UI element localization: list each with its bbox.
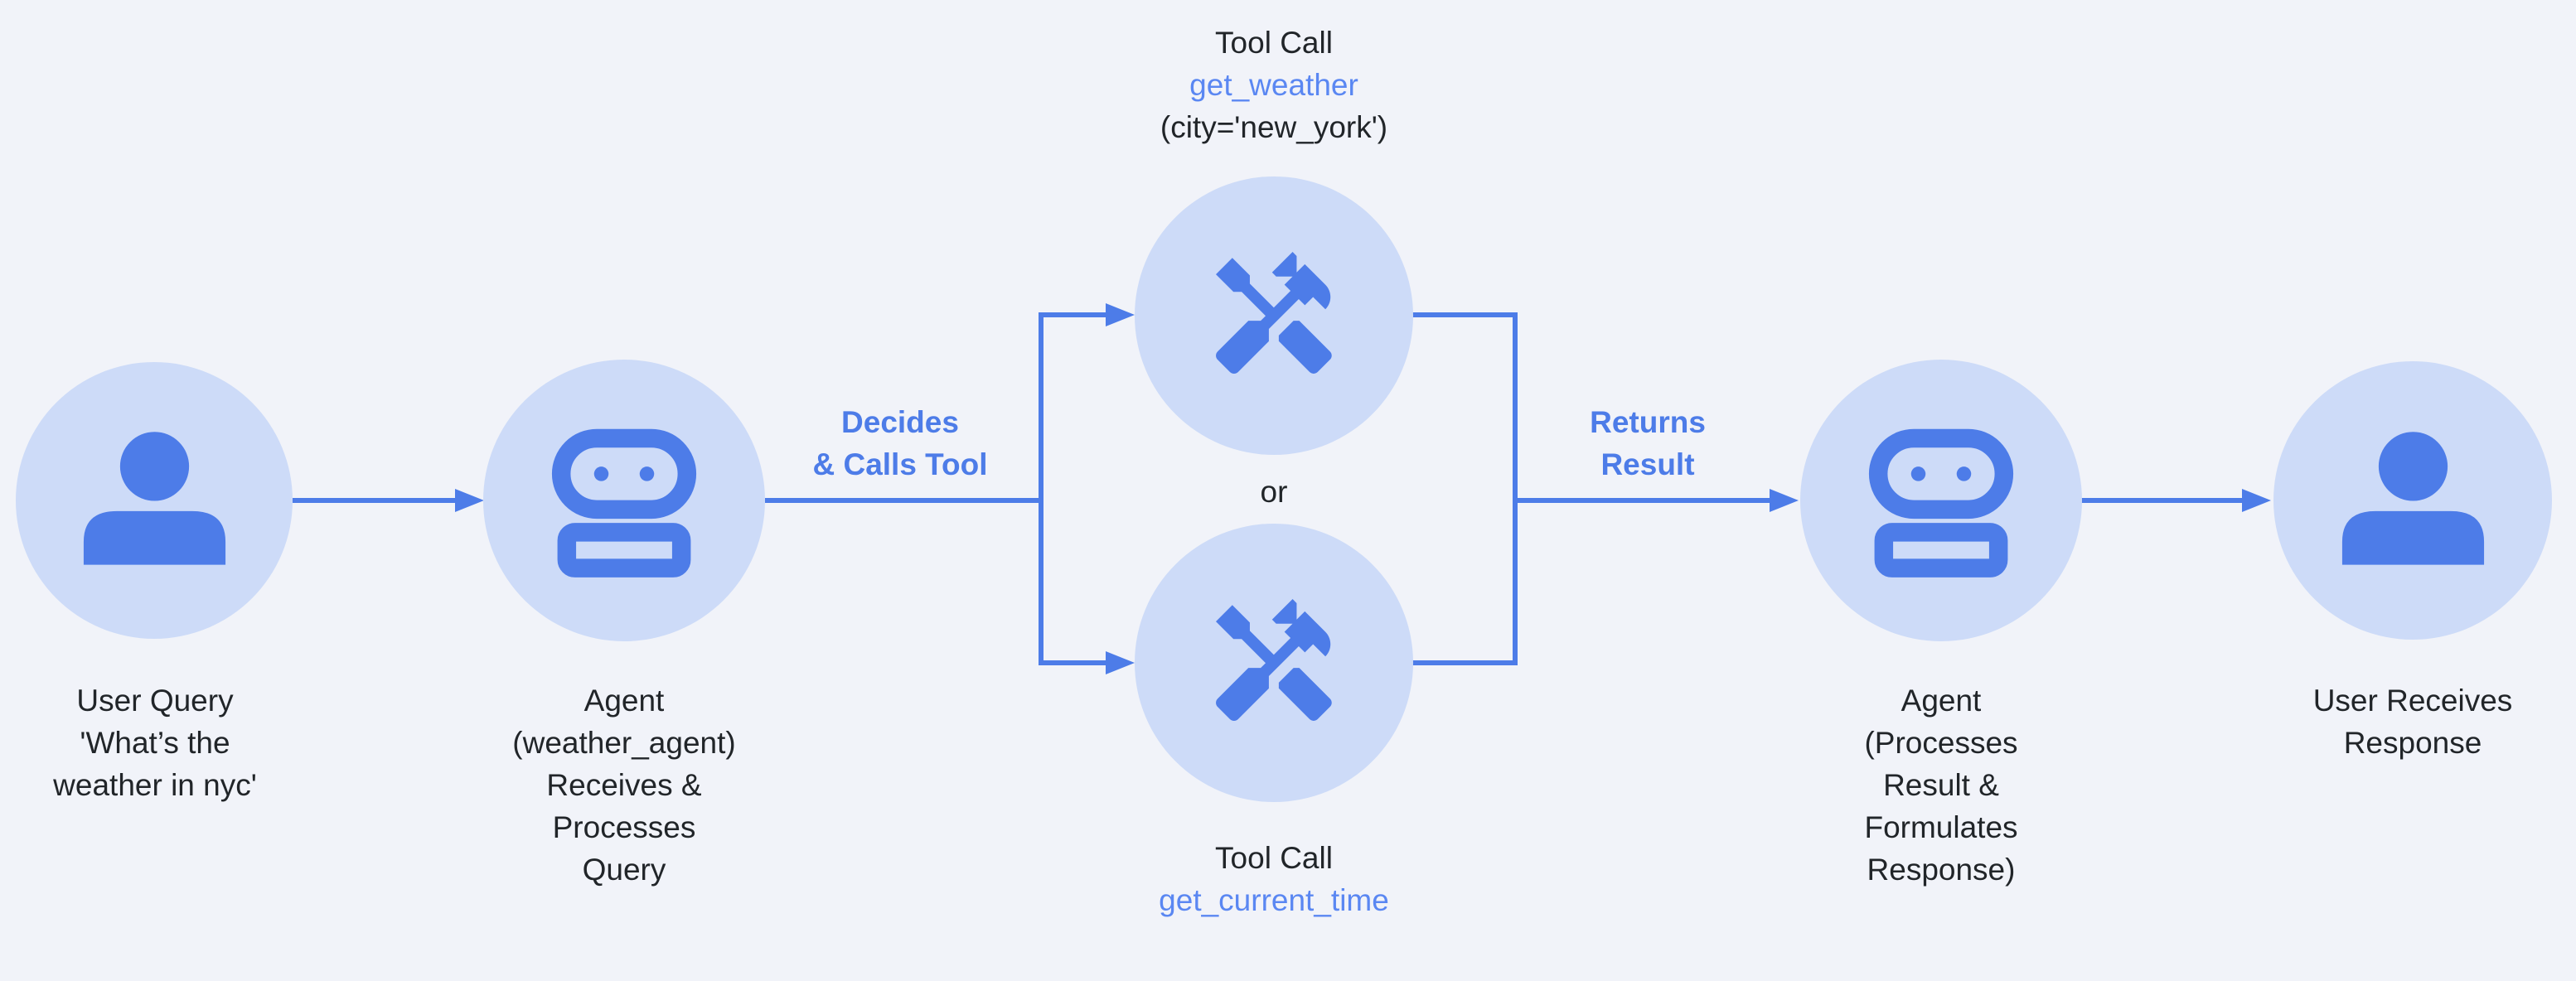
node-agent-in (483, 360, 765, 641)
merge-to-agent-line (1513, 498, 1771, 503)
person-icon (83, 431, 225, 565)
split-to-tool-time-head (1106, 651, 1135, 674)
node-user-response (2273, 361, 2552, 640)
label-agent-out: Agent (Processes Result & Formulates Res… (1864, 684, 2018, 887)
tool-weather-to-merge-line (1409, 312, 1518, 317)
merge-to-agent-head (1770, 489, 1799, 512)
label-tool-call-weather: Tool Call get_weather (city='new_york') (1160, 22, 1387, 148)
tools-icon (1216, 599, 1332, 722)
agent-to-split-line (765, 498, 1043, 503)
split-to-tool-time-line (1041, 660, 1107, 665)
node-tool-time (1135, 524, 1413, 802)
split-to-tool-weather-line (1041, 312, 1107, 317)
agent-to-user-head (2242, 489, 2271, 512)
node-tool-weather (1135, 176, 1413, 455)
robot-icon (1868, 428, 2014, 577)
label-tool-call-time: Tool Call get_current_time (1159, 837, 1389, 921)
node-agent-out (1800, 360, 2082, 641)
person-icon (2341, 431, 2484, 565)
tool-name-get-current-time: get_current_time (1159, 883, 1389, 917)
agent-to-user-line (2080, 498, 2242, 503)
label-returns-result: Returns Result (1590, 405, 1706, 481)
tool-args-city: (city='new_york') (1160, 110, 1388, 144)
label-agent-in: Agent (weather_agent) Receives & Process… (512, 684, 736, 887)
split-rail (1039, 312, 1043, 665)
tool-call-title: Tool Call (1215, 26, 1333, 60)
split-to-tool-weather-head (1106, 303, 1135, 326)
label-or: or (1260, 475, 1288, 509)
arrow-user-to-agent-head (455, 489, 484, 512)
node-user-query (16, 362, 293, 639)
label-user-query: User Query 'What’s the weather in nyc' (53, 684, 257, 802)
tool-name-get-weather: get_weather (1189, 68, 1358, 102)
tools-icon (1216, 252, 1332, 375)
robot-icon (551, 428, 697, 577)
tool-time-to-merge-line (1409, 660, 1518, 665)
tool-call-title: Tool Call (1215, 841, 1333, 875)
arrow-user-to-agent-line (293, 498, 457, 503)
label-user-response: User Receives Response (2312, 684, 2513, 760)
label-decides-calls-tool: Decides & Calls Tool (812, 405, 988, 481)
merge-rail (1513, 312, 1518, 665)
